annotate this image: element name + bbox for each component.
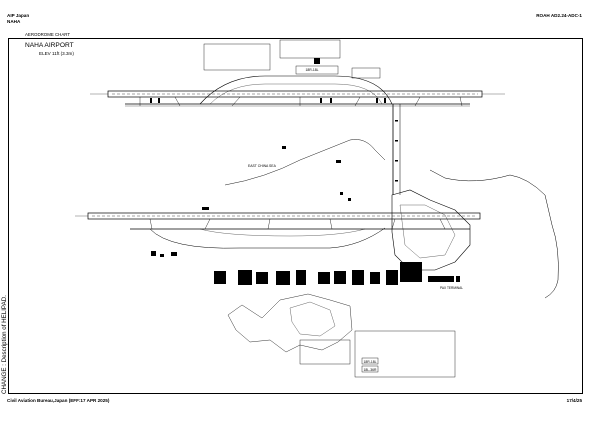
chart-code: ROAH AD2.24-ADC-1 — [536, 13, 582, 18]
legend-rwy-label-1: 18R-18L — [363, 360, 376, 364]
info-box-right — [351, 67, 381, 79]
pax-terminal-building — [400, 262, 460, 282]
legend-box-common — [354, 330, 456, 378]
info-box-center — [279, 39, 341, 59]
info-box-center-lower — [295, 65, 339, 75]
apron-main — [391, 189, 471, 271]
pax-terminal-label: PAX TERMINAL — [440, 286, 463, 290]
taxiway-connectors-south — [149, 218, 446, 230]
info-box-left — [203, 43, 271, 71]
buildings-row — [214, 270, 398, 285]
misc-buildings — [151, 58, 351, 257]
east-china-sea-label: EAST CHINA SEA — [248, 164, 277, 168]
chart-frame — [8, 38, 583, 394]
legend-rwy-box-1 — [361, 357, 379, 365]
legend-rwy-label-2: 18L-36R — [363, 368, 377, 372]
legend-rwy-box-2 — [361, 365, 379, 373]
taxiway-loop-inner — [209, 83, 383, 105]
coastline-west — [224, 139, 386, 186]
footer-page: 17/4/25 — [566, 398, 582, 403]
rwy-label-18R-18L: 18R-18L — [305, 68, 318, 72]
taxiway-loop-south — [149, 227, 386, 249]
taxiway-markings — [150, 98, 398, 182]
footer-issuer: Civil Aviation Bureau,Japan (EFF:17 APR … — [7, 398, 110, 403]
apron-inner — [399, 204, 456, 259]
chart-elevation: ELEV 11ft (3.3m) — [39, 51, 74, 56]
taxiway-loop-south-inner — [199, 228, 366, 237]
legend-box-helipad — [299, 339, 351, 365]
coastline-east — [429, 169, 559, 299]
taxiway-loop-north — [199, 75, 393, 105]
runway-north — [90, 90, 505, 98]
taxiway-connectors-north — [139, 96, 463, 107]
chart-type-label: AERODROME CHART — [25, 32, 71, 37]
landside-loop — [289, 301, 336, 337]
aerodrome-title: NAHA — [7, 19, 21, 24]
chart-name: NAHA AIRPORT — [25, 42, 74, 49]
runway-south — [75, 212, 481, 220]
publisher-title: AIP Japan — [7, 13, 30, 18]
landside-roads — [227, 293, 353, 353]
